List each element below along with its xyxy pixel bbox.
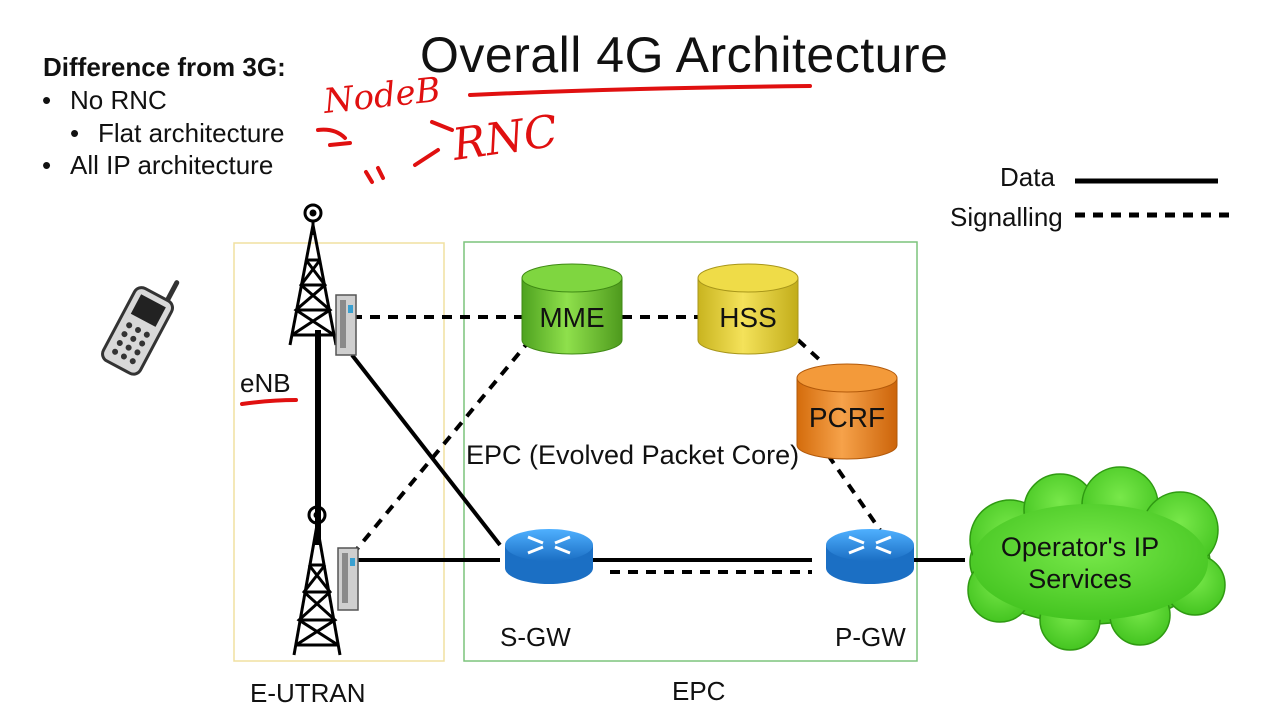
data-link-enb1-sgw [350, 353, 502, 547]
signal-link-hss-pcrf [796, 338, 824, 364]
antenna-tower-icon [288, 203, 338, 346]
pgw-router-icon [826, 529, 914, 584]
pcrf-label: PCRF [808, 402, 886, 433]
operator-label-line2: Services [1028, 564, 1132, 594]
bullet-no-rnc: No RNC [42, 85, 167, 116]
sgw-router-icon [505, 529, 593, 584]
bullet-flat-architecture: Flat architecture [70, 118, 284, 149]
eutran-region-box [233, 242, 445, 662]
rnc-annotation-marks [316, 120, 454, 184]
legend-signalling-label: Signalling [950, 202, 1063, 232]
operator-label-line1: Operator's IP [1000, 532, 1160, 562]
mme-label: MME [539, 302, 605, 333]
operator-services-label: Operator's IP Services [980, 531, 1180, 595]
base-station-unit-icon [337, 547, 359, 611]
mme-database-cylinder-icon [521, 263, 623, 355]
slide-title: Overall 4G Architecture [420, 27, 949, 83]
epc-region-box [463, 241, 918, 662]
phone-icon [101, 280, 180, 376]
pgw-label: P-GW [835, 622, 906, 652]
epc-label: EPC [672, 676, 726, 706]
pcrf-database-cylinder-icon [796, 363, 898, 460]
difference-heading: Difference from 3G: [43, 52, 286, 82]
eutran-label: E-UTRAN [250, 678, 366, 708]
title-underline-annotation [468, 84, 812, 97]
base-station-unit-icon [335, 294, 357, 356]
antenna-tower-icon [292, 505, 342, 656]
hss-label: HSS [719, 302, 777, 333]
sgw-label: S-GW [500, 622, 571, 652]
operator-cloud-icon [967, 466, 1226, 651]
signal-link-pcrf-pgw [826, 453, 882, 532]
rnc-annotation: RNC [448, 106, 560, 171]
legend-data-label: Data [1000, 162, 1055, 192]
enb-underline-annotation [240, 398, 298, 406]
hss-database-cylinder-icon [697, 263, 799, 355]
enb-label: eNB [240, 368, 291, 398]
bullet-all-ip: All IP architecture [42, 150, 273, 181]
epc-inner-label: EPC (Evolved Packet Core) [466, 440, 800, 470]
